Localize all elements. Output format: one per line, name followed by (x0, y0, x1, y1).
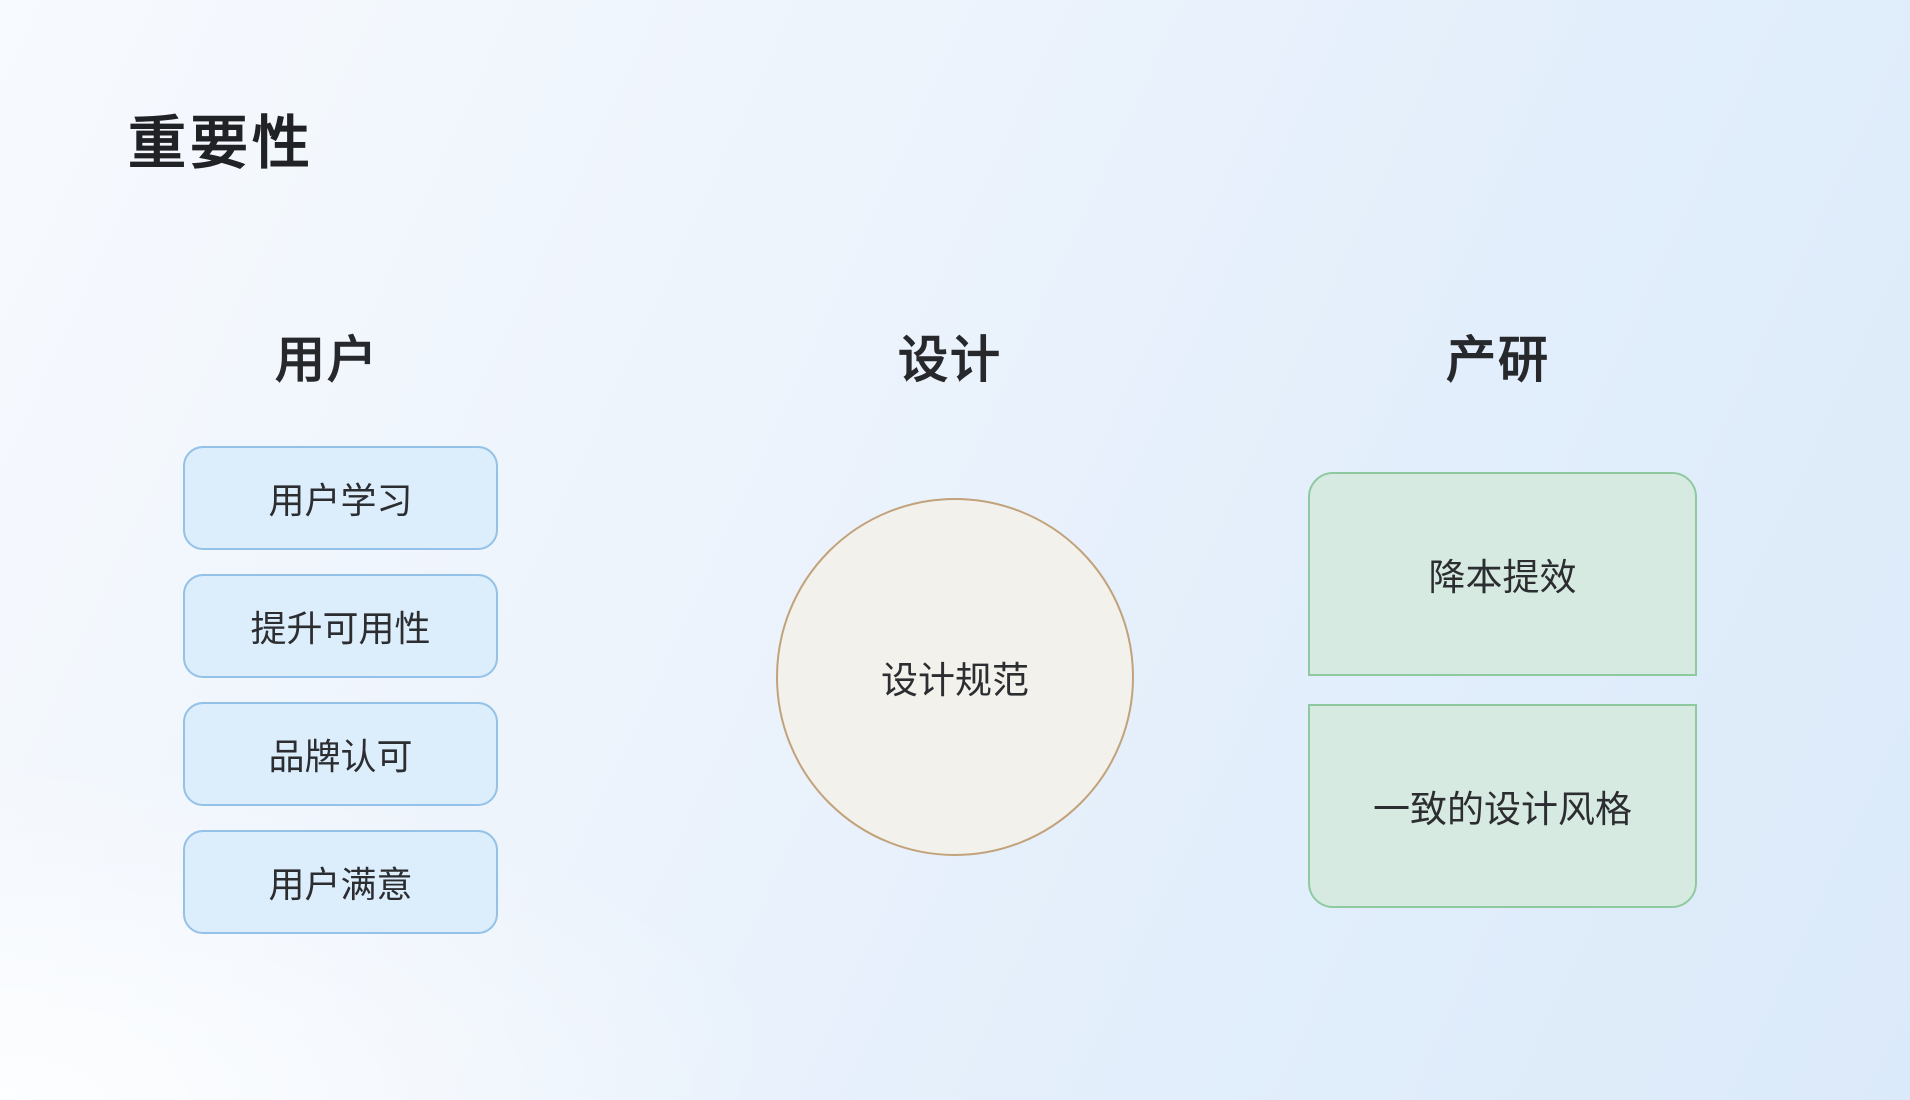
user-benefit-box: 用户学习 (183, 446, 498, 550)
design-spec-circle: 设计规范 (776, 498, 1134, 856)
column-header-user: 用户 (275, 332, 379, 388)
page-title: 重要性 (128, 111, 315, 176)
user-benefit-box: 提升可用性 (183, 574, 498, 678)
column-header-product: 产研 (1446, 332, 1550, 388)
column-header-design: 设计 (898, 332, 1002, 388)
user-benefit-box: 品牌认可 (183, 702, 498, 806)
product-benefit-box: 降本提效 (1308, 472, 1697, 676)
user-benefit-box: 用户满意 (183, 830, 498, 934)
product-benefit-box: 一致的设计风格 (1308, 704, 1697, 908)
